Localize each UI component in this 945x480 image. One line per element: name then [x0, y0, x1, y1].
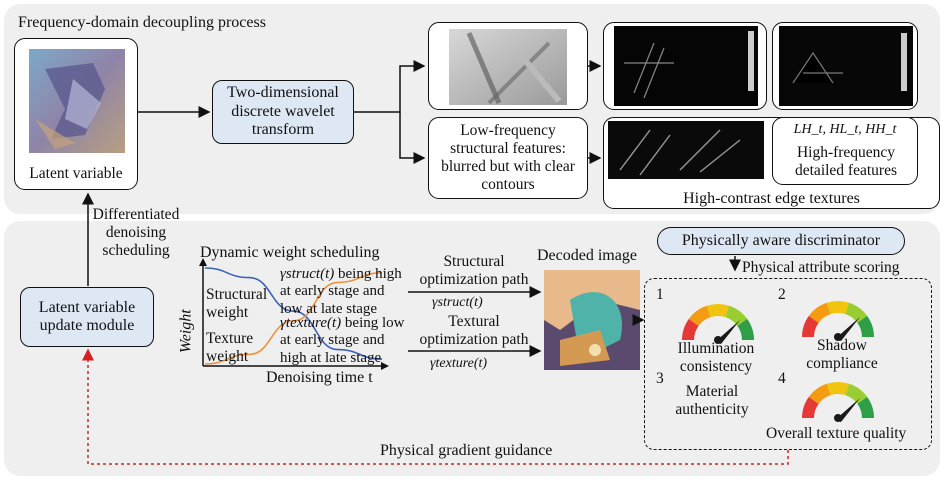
decoded-label: Decoded image: [537, 247, 637, 264]
discriminator-box[interactable]: Physically aware discriminator: [657, 227, 905, 255]
update-module-label: Latent variable update module: [38, 298, 136, 334]
latent-variable-box[interactable]: Latent variable: [14, 38, 138, 190]
struct-note-text: being high at early stage and low at lat…: [280, 266, 402, 317]
high-freq-symbols: LH_t, HL_t, HH_t: [773, 122, 917, 138]
struct-note: γstruct(t) being high at early stage and…: [280, 266, 408, 318]
structural-path-label: Structural optimization path: [419, 253, 529, 288]
gradient-label: Physical gradient guidance: [380, 442, 553, 459]
score-num-4: 4: [778, 370, 786, 387]
dwt-box[interactable]: Two-dimensional discrete wavelet transfo…: [212, 80, 354, 144]
structural-weight-label: Structural weight: [206, 286, 268, 321]
textural-path-sym: γtexture(t): [430, 356, 488, 371]
struct-note-sym: γstruct(t): [280, 266, 335, 282]
latent-update-module[interactable]: Latent variable update module: [20, 287, 154, 347]
score-num-2: 2: [778, 286, 786, 303]
low-freq-text-box: Low-frequency structural features: blurr…: [428, 117, 588, 199]
chart-title: Dynamic weight scheduling: [200, 244, 380, 261]
score-label-2: Shadow compliance: [806, 337, 878, 372]
high-freq-box: LH_t, HL_t, HH_t High-frequency detailed…: [772, 117, 918, 185]
attribute-scoring-label: Physical attribute scoring: [742, 259, 900, 276]
dwt-label: Two-dimensional discrete wavelet transfo…: [227, 84, 339, 139]
score-label-3: Material authenticity: [675, 383, 749, 418]
texture-weight-label: Texture weight: [206, 330, 254, 365]
chart-xlabel: Denoising time t: [266, 369, 373, 386]
low-freq-image: [449, 29, 567, 105]
score-label-4: Overall texture quality: [766, 425, 907, 442]
latent-image: [29, 49, 125, 153]
texture-note: γtexture(t) being low at early stage and…: [280, 315, 408, 367]
subband-image-2: [779, 26, 913, 106]
subband-box-2: [772, 22, 918, 110]
chart-ylabel: Weight: [177, 309, 195, 354]
subband-image-1: [614, 26, 758, 106]
panel-title: Frequency-domain decoupling process: [18, 14, 266, 31]
subband-box-1: [603, 22, 767, 110]
latent-label: Latent variable: [29, 165, 123, 182]
score-num-3: 3: [656, 370, 664, 387]
texture-note-sym: γtexture(t): [280, 315, 342, 331]
textural-path-label: Textural optimization path: [419, 313, 529, 348]
high-freq-symbols-text: LH_t, HL_t, HH_t: [793, 122, 897, 137]
structural-path-sym: γstruct(t): [432, 295, 483, 310]
score-num-1: 1: [656, 286, 664, 303]
high-freq-label: High-frequency detailed features: [795, 144, 897, 179]
discriminator-title: Physically aware discriminator: [681, 231, 881, 249]
low-freq-image-box: [428, 22, 588, 110]
edge-label: High-contrast edge textures: [683, 190, 860, 207]
differentiated-label: Differentiated denoising scheduling: [92, 206, 180, 259]
low-freq-label: Low-frequency structural features: blurr…: [441, 122, 575, 193]
score-label-1: Illumination consistency: [677, 340, 755, 375]
